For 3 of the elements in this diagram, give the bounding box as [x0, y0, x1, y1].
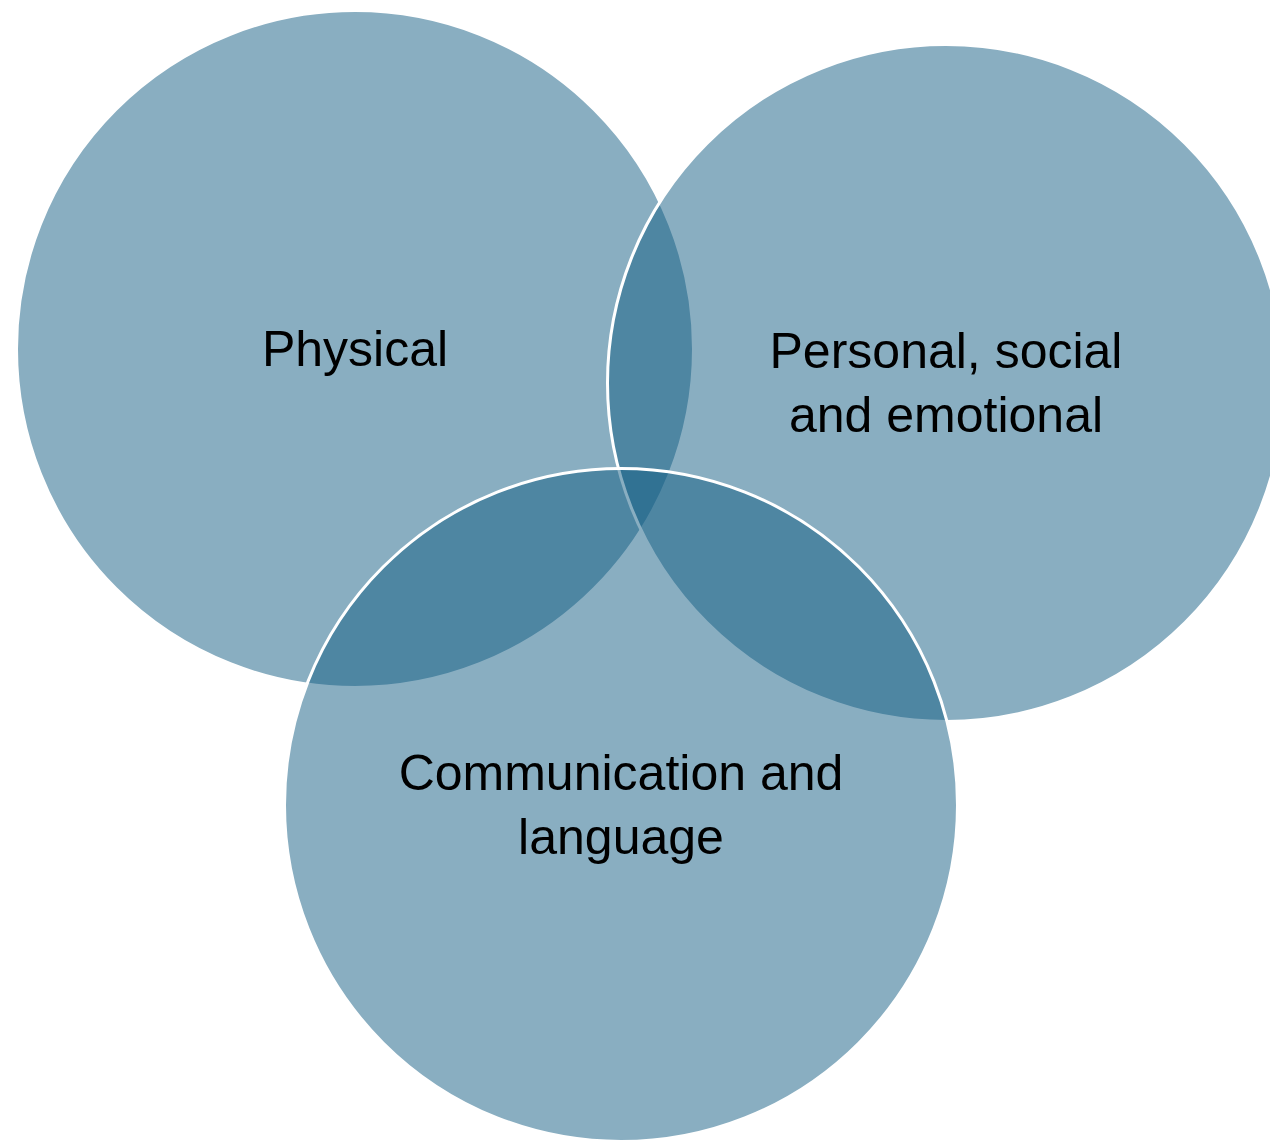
circle-label: Communication and language: [397, 744, 845, 867]
circle-label: Physical: [260, 320, 450, 379]
circle-label: Personal, social and emotional: [768, 322, 1124, 445]
